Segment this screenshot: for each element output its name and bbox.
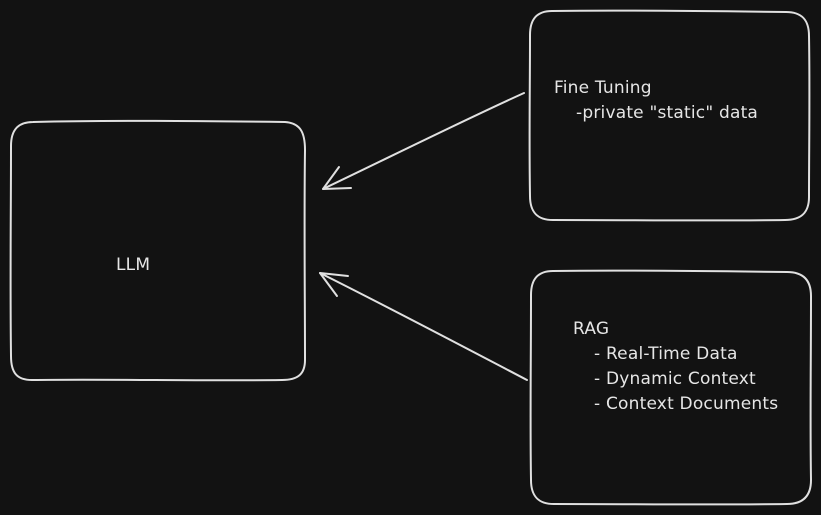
arrowhead-fine-tuning xyxy=(322,166,352,190)
rag-detail-real-time-data: - Real-Time Data xyxy=(594,344,738,364)
rag-box xyxy=(529,269,812,506)
llm-box xyxy=(9,119,306,382)
arrow-rag-to-llm xyxy=(319,272,528,381)
rag-detail-context-documents: - Context Documents xyxy=(594,394,779,414)
llm-label: LLM xyxy=(116,255,151,275)
arrow-fine-tuning-to-llm xyxy=(322,92,525,190)
fine-tuning-box xyxy=(528,9,811,222)
rag-detail-dynamic-context: - Dynamic Context xyxy=(594,369,756,389)
arrowhead-rag xyxy=(319,272,349,297)
fine-tuning-title: Fine Tuning xyxy=(554,78,652,98)
rag-title: RAG xyxy=(573,319,610,339)
fine-tuning-detail: -private "static" data xyxy=(576,103,759,123)
